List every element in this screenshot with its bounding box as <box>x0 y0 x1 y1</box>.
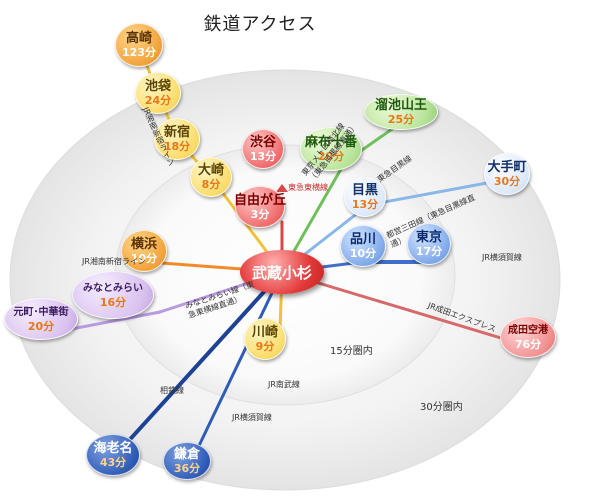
station-name: 渋谷 <box>249 135 276 150</box>
line-label-shonan-shinjuku-h: JR湘南新宿ライン <box>82 257 146 266</box>
station-name: 海老名 <box>93 441 133 456</box>
station-time: 76分 <box>514 338 542 351</box>
station-motomachi: 元町･中華街 20分 <box>4 298 78 340</box>
route-line-hub-narita <box>280 270 526 347</box>
station-name: 東京 <box>415 230 442 245</box>
station-time: 25分 <box>387 113 415 126</box>
route-line-hub-kamakura <box>194 270 284 454</box>
station-time: 36分 <box>173 462 201 475</box>
station-time: 30分 <box>493 175 521 188</box>
station-name: 新宿 <box>163 125 190 140</box>
station-minatomirai: みなとみらい 16分 <box>72 271 154 319</box>
station-name: みなとみらい <box>83 283 143 294</box>
line-label-yokosuka-tokyo: JR横須賀線 <box>482 253 522 262</box>
hub-musashikosugi: 武蔵小杉 <box>240 250 324 294</box>
station-name: 品川 <box>349 232 376 247</box>
station-name: 溜池山王 <box>374 98 427 113</box>
route-line-hub-ebina <box>122 270 284 448</box>
station-time: 13分 <box>249 150 277 163</box>
toyoko-arrow-icon <box>276 184 288 192</box>
station-time: 8分 <box>201 178 221 191</box>
station-narita: 成田空港 76分 <box>500 316 556 358</box>
station-name: 自由が丘 <box>234 193 287 208</box>
station-time: 17分 <box>415 245 443 258</box>
station-name: 成田空港 <box>508 325 548 336</box>
station-time: 20分 <box>27 320 55 333</box>
station-time: 10分 <box>349 247 377 260</box>
station-time: 20分 <box>317 150 345 163</box>
station-name: 横浜 <box>130 237 157 252</box>
line-label-nambu: JR南武線 <box>268 380 300 389</box>
station-time: 9分 <box>255 340 275 353</box>
page-title: 鉄道アクセス <box>203 14 317 35</box>
station-name: 高崎 <box>125 31 152 46</box>
station-name: 麻布十番 <box>304 135 357 150</box>
station-name: 川崎 <box>251 325 278 340</box>
station-time: 3分 <box>250 208 270 221</box>
station-name: 大崎 <box>197 163 224 178</box>
station-time: 10分 <box>130 252 158 265</box>
station-time: 123分 <box>122 46 156 59</box>
line-label-toyoko: 東急東横線 <box>288 183 328 192</box>
station-time: 43分 <box>99 456 127 469</box>
station-time: 18分 <box>163 140 191 153</box>
line-label-sotetsu: 相鉄線 <box>160 386 184 395</box>
station-time: 16分 <box>99 296 127 309</box>
station-name: 元町･中華街 <box>13 307 69 318</box>
station-time: 13分 <box>351 198 379 211</box>
route-line-meguro-otemachi <box>366 178 505 207</box>
station-name: 鎌倉 <box>173 447 200 462</box>
station-name: 目黒 <box>351 183 378 198</box>
hub-name: 武蔵小杉 <box>251 263 312 282</box>
station-time: 24分 <box>144 94 172 107</box>
line-label-yokosuka-kamakura: JR横須賀線 <box>232 413 272 422</box>
station-name: 池袋 <box>144 79 171 94</box>
zone-label-30: 30分圏内 <box>420 402 463 413</box>
station-name: 大手町 <box>487 160 527 175</box>
zone-label-15: 15分圏内 <box>330 346 373 357</box>
